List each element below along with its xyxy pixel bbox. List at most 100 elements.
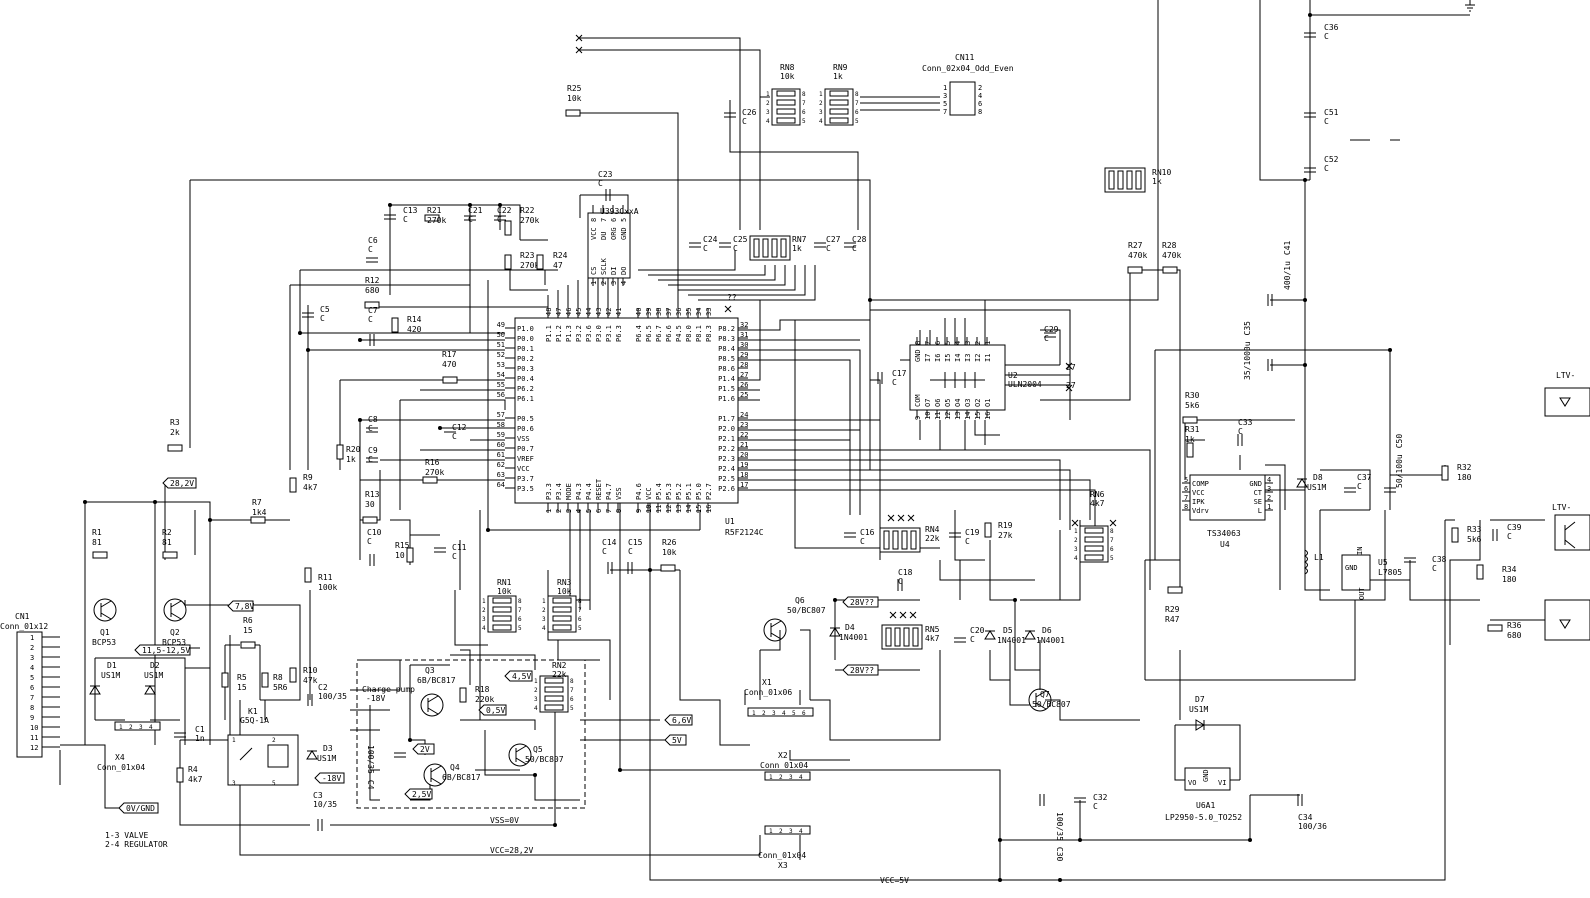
rn-element xyxy=(771,238,778,258)
resistor-value: 180 xyxy=(1502,575,1517,584)
u2-pin-num: 6 xyxy=(934,341,942,345)
capacitor-value: C xyxy=(970,635,975,644)
transistor-body xyxy=(93,598,117,622)
u1-pin-name: P8.1 xyxy=(695,325,703,342)
resistor-ref: R20 xyxy=(346,445,361,454)
diode-ref: D2 xyxy=(150,661,160,670)
capacitor-value: C xyxy=(1324,117,1329,126)
u1-pin-name: P2.2 xyxy=(718,445,735,453)
capacitor-ref: C25 xyxy=(733,235,748,244)
resistor-value: 10 xyxy=(395,551,405,560)
u2-pin-num: 10 xyxy=(924,412,932,420)
transistor-body xyxy=(420,693,444,717)
relay-value: G5Q-1A xyxy=(240,716,269,725)
net-label-0v-gnd: 0V/GND xyxy=(118,802,159,814)
capacitor-ref: C10 xyxy=(367,528,382,537)
u1-pin-num: 18 xyxy=(740,471,748,479)
capacitor-value: C xyxy=(368,245,373,254)
resistor-body xyxy=(504,254,512,270)
transistor-body xyxy=(1028,688,1052,712)
u1-pin-num: 58 xyxy=(497,421,505,429)
u6a1-pin-vi: VI xyxy=(1218,779,1226,787)
capacitor-ref: C4 xyxy=(366,780,375,790)
u1-pin-num: 20 xyxy=(740,451,748,459)
capacitor-label: 50/100uC50 xyxy=(1395,434,1404,488)
diode-ref: D4 xyxy=(845,623,855,632)
relay-pin-num: 3 xyxy=(232,780,236,787)
cn1-pin-num: 3 xyxy=(30,654,34,662)
rn-element xyxy=(492,597,512,604)
rn-value: 1k xyxy=(833,72,843,81)
u3-pin-name: SCLK xyxy=(600,257,608,275)
u2-pin-name: O1 xyxy=(984,399,992,407)
u1-pin-name: VREF xyxy=(517,455,534,463)
diode-value: US1M xyxy=(1189,705,1208,714)
capacitor-value: 10/35 xyxy=(313,800,337,809)
rn-pin-num: 8 xyxy=(578,598,582,605)
rn-pin-num: 3 xyxy=(482,616,486,623)
resistor-value: 270k xyxy=(520,261,539,270)
u2-pin-name: I4 xyxy=(954,354,962,362)
rn-value: 22k xyxy=(925,534,940,543)
rn-pin-num: 5 xyxy=(518,625,522,632)
u4-pin-name: IPK xyxy=(1192,498,1205,506)
rn-pin-num: 3 xyxy=(1074,546,1078,553)
u4-pin-num: 8 xyxy=(1184,503,1188,511)
diode-ref: D3 xyxy=(323,744,333,753)
resistor-body xyxy=(1476,564,1484,580)
u1-pin-name: P8.2 xyxy=(718,325,735,333)
u2-pin-num: 7 xyxy=(924,341,932,345)
u1-pin-name: P3.4 xyxy=(555,483,563,500)
resistor-ref: R26 xyxy=(662,538,677,547)
net-label-text: 4,5V xyxy=(512,672,531,681)
u1-pin-name: P0.0 xyxy=(517,335,534,343)
capacitor-value: C xyxy=(598,179,603,188)
transistor-value: 6B/BC817 xyxy=(442,773,481,782)
u1-pin-name: P6.3 xyxy=(615,325,623,342)
u3-pin-name: ORG xyxy=(610,227,618,240)
u1-pin-name: P0.7 xyxy=(517,445,534,453)
u1-pin-name: P0.5 xyxy=(517,415,534,423)
u1-pin-name: P8.5 xyxy=(718,355,735,363)
u4-ref: U4 xyxy=(1220,540,1230,549)
diode-body xyxy=(984,630,996,640)
x3-value: Conn_01x04 xyxy=(758,851,806,860)
rn-element xyxy=(762,238,769,258)
resistor-value: 15 xyxy=(237,683,247,692)
rn-element xyxy=(780,238,787,258)
resistor-value: 270k xyxy=(520,216,539,225)
transistor-value: 6B/BC817 xyxy=(417,676,456,685)
u4-pin-num: 6 xyxy=(1184,485,1188,493)
resistor-value: 270k xyxy=(427,216,446,225)
capacitor-ref: C17 xyxy=(892,369,907,378)
diode-value: US1M xyxy=(317,754,336,763)
capacitor-value: C xyxy=(367,537,372,546)
x1-pin-num: 1 xyxy=(752,710,756,717)
net-label-text: 0V/GND xyxy=(126,804,155,813)
rn-element xyxy=(1084,554,1104,561)
u1-pin-num: 23 xyxy=(740,421,748,429)
u5-value: L7805 xyxy=(1378,568,1402,577)
u1-pin-num: 15 xyxy=(695,505,703,513)
relay-pin-num: 5 xyxy=(272,780,276,787)
u2-value: ULN2004 xyxy=(1008,380,1042,389)
capacitor-ref: C11 xyxy=(452,543,467,552)
u1-pin-name: P1.5 xyxy=(718,385,735,393)
capacitor-ref: C14 xyxy=(602,538,617,547)
inductor-ref: L1 xyxy=(1314,553,1324,562)
diode-value: US1M xyxy=(144,671,163,680)
u4-value: TS34063 xyxy=(1207,529,1241,538)
rn-pin-num: 4 xyxy=(766,118,770,125)
u2-pin-num: 3 xyxy=(964,341,972,345)
x2-pin-num: 3 xyxy=(789,774,793,781)
inductor-coil xyxy=(1304,549,1308,575)
cn1-pin-num: 11 xyxy=(30,734,38,742)
resistor-body xyxy=(362,516,378,524)
u2-pin-num: 8 xyxy=(914,341,922,345)
u4-pin-name: SE xyxy=(1254,498,1262,506)
